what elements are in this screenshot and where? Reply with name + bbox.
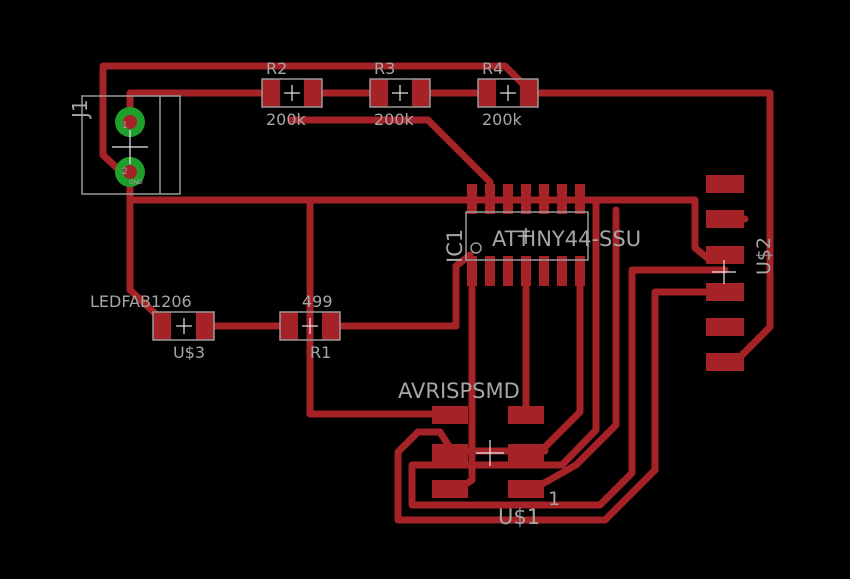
j1-pin2-sublabel: GND <box>129 179 143 186</box>
u3-label: U$3 <box>173 343 205 362</box>
trace-j1-down-led <box>126 171 164 322</box>
j1-label: J1 <box>68 99 92 120</box>
r2-value: 200k <box>266 110 307 129</box>
j1-pin1-label: 1 <box>122 121 128 131</box>
r4-label: R4 <box>482 59 503 78</box>
r3-value: 200k <box>374 110 415 129</box>
r1-value: 499 <box>302 292 333 311</box>
connector-j1[interactable]: J1 1 2 GND <box>68 95 181 195</box>
trace-top-loop <box>99 62 529 184</box>
ic1-value: ATTINY44-SSU <box>492 227 641 251</box>
u3-value: LEDFAB1206 <box>90 292 192 311</box>
r1-label: R1 <box>310 343 331 362</box>
header-u2[interactable]: U$2 <box>706 175 775 371</box>
r2-label: R2 <box>266 59 287 78</box>
resistor-r1[interactable]: 499 R1 <box>279 292 341 362</box>
u1-value: AVRISPSMD <box>398 379 520 403</box>
trace-u1-outer <box>394 288 729 524</box>
trace-r1-to-ic <box>334 251 474 330</box>
trace-gnd-down <box>306 196 444 418</box>
resistor-r2[interactable]: R2 200k <box>261 59 323 129</box>
resistor-r3[interactable]: R3 200k <box>369 59 431 129</box>
r4-value: 200k <box>482 110 523 129</box>
u2-label: U$2 <box>753 237 775 275</box>
resistor-r4[interactable]: R4 200k <box>477 59 539 129</box>
chip-ic1[interactable]: ATTINY44-SSU IC1 <box>443 184 641 286</box>
ic1-label: IC1 <box>443 229 467 263</box>
u1-pin1-marker: 1 <box>548 488 560 510</box>
u1-label: U$1 <box>498 505 540 529</box>
j1-outline <box>81 95 181 195</box>
r3-label: R3 <box>374 59 395 78</box>
trace-u1-loop-c <box>526 206 620 495</box>
trace-u1-loop-b <box>408 196 729 509</box>
j1-pin2-label: 2 <box>122 167 128 177</box>
isp-header-u1[interactable]: AVRISPSMD U$1 1 <box>398 379 560 529</box>
led-u3[interactable]: LEDFAB1206 U$3 <box>90 292 215 362</box>
